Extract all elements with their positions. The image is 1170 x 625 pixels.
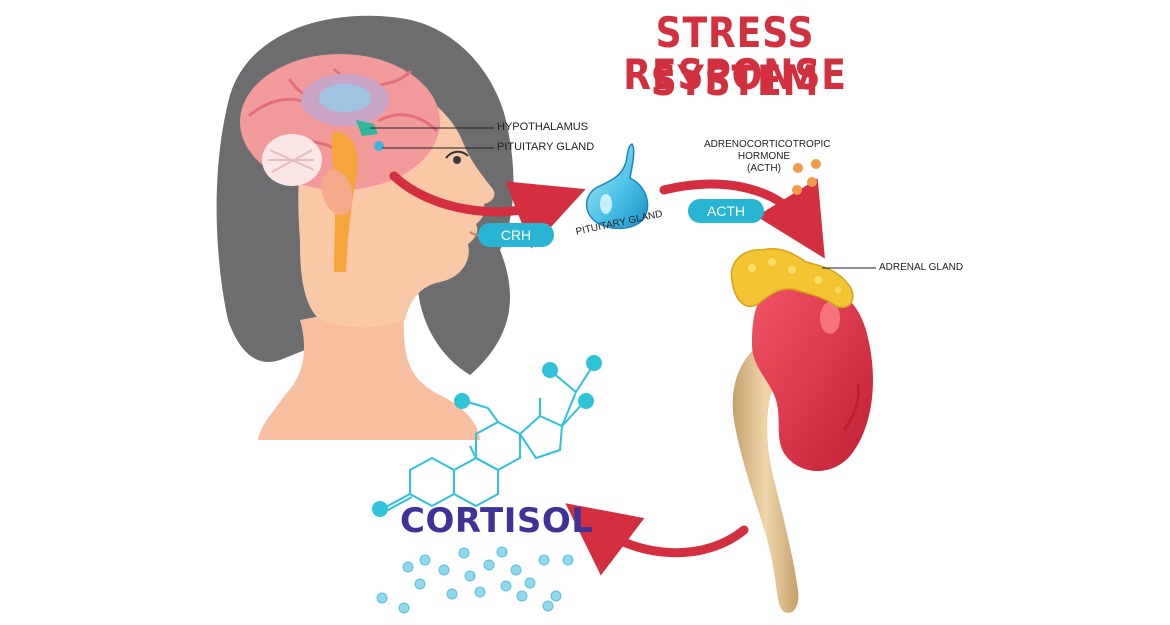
- arrow-pituitary-to-adrenal: [659, 178, 825, 259]
- hypothalamus-marker: [356, 120, 378, 136]
- flow-arrows: [389, 171, 825, 576]
- label-acth-line2: HORMONE: [737, 151, 791, 162]
- label-pituitary-gland-head: PITUITARY GLAND: [497, 141, 595, 153]
- neck: [258, 300, 480, 440]
- label-adrenal-gland: ADRENAL GLAND: [879, 262, 964, 273]
- label-acth-line3: (ACTH): [747, 163, 781, 174]
- pituitary-marker: [374, 141, 384, 151]
- label-acth-line1: ADRENOCORTICOTROPIC: [704, 139, 831, 150]
- badge-crh: CRH: [478, 223, 554, 247]
- adrenal-gland: [730, 248, 854, 309]
- label-cortisol: CORTISOL: [400, 501, 594, 541]
- title-line-2: SYSTEM: [650, 56, 820, 105]
- label-hypothalamus: HYPOTHALAMUS: [497, 121, 589, 133]
- title-line-1: STRESS RESPONSE: [623, 8, 847, 99]
- ear: [321, 169, 353, 216]
- arrow-head-to-pituitary: [389, 171, 586, 249]
- arrow-adrenal-to-cortisol: [565, 503, 749, 576]
- ureter: [732, 340, 799, 613]
- pituitary-gland-icon: [586, 143, 649, 230]
- acth-particles: [792, 159, 821, 195]
- kidney: [752, 280, 873, 472]
- cortisol-molecule: [383, 363, 595, 512]
- cortisol-particles: [376, 546, 574, 614]
- molecule-atoms: [372, 355, 602, 517]
- head-illustration: [216, 15, 514, 440]
- kidney-illustration: [730, 248, 876, 613]
- badge-acth: ACTH: [688, 199, 764, 223]
- eye: [445, 150, 469, 159]
